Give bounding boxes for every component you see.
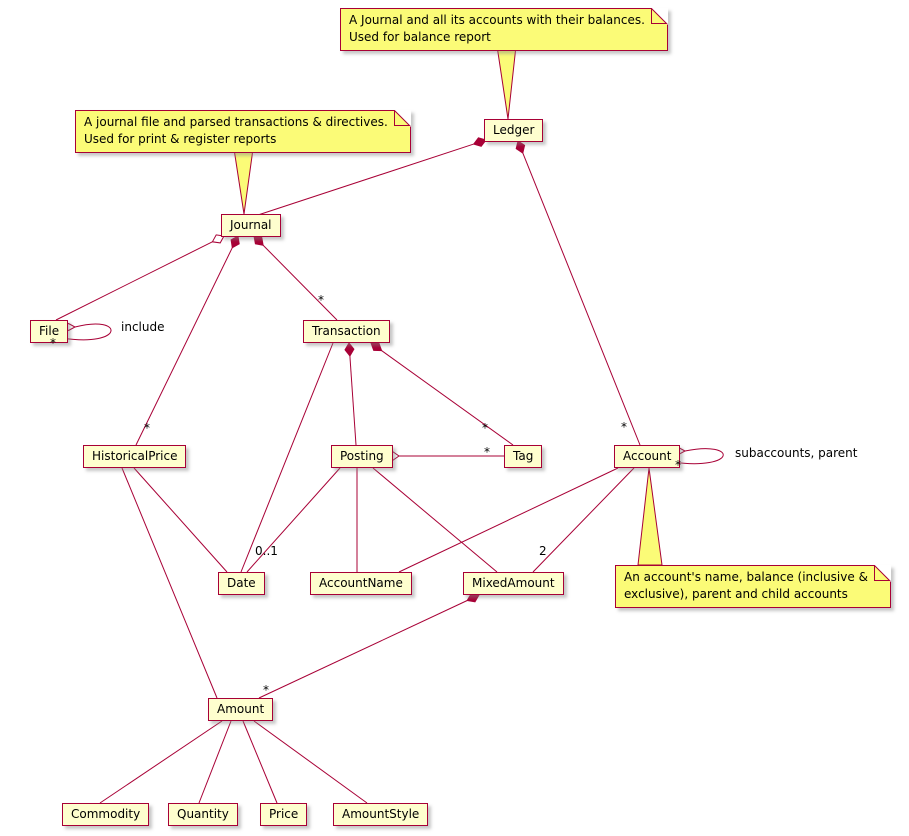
note-ledger: A Journal and all its accounts with thei… xyxy=(340,8,668,52)
class-ledger: Ledger xyxy=(484,119,544,142)
class-transaction: Transaction xyxy=(303,320,390,343)
class-account: Account xyxy=(614,445,681,468)
note-fold-icon xyxy=(873,565,891,582)
multiplicity-mixedamount-amount: * xyxy=(263,683,269,697)
multiplicity-account-loop: * xyxy=(675,458,681,472)
class-quantity: Quantity xyxy=(168,803,238,826)
note-account-line1: An account's name, balance (inclusive & xyxy=(624,570,868,584)
class-amount: Amount xyxy=(208,698,274,721)
class-accountname: AccountName xyxy=(310,572,412,595)
note-journal-line1: A journal file and parsed transactions &… xyxy=(84,115,388,129)
class-date: Date xyxy=(218,572,265,595)
note-fold-icon xyxy=(393,110,411,127)
class-amountstyle: AmountStyle xyxy=(333,803,429,826)
class-commodity: Commodity xyxy=(62,803,150,826)
multiplicity-file-include: * xyxy=(50,336,56,350)
class-posting: Posting xyxy=(331,445,393,468)
note-journal-line2: Used for print & register reports xyxy=(84,131,277,146)
class-tag: Tag xyxy=(504,445,543,468)
multiplicity-posting-tag: * xyxy=(484,445,490,459)
multiplicity-journal-transaction: * xyxy=(318,293,324,307)
multiplicity-transaction-date: 0..1 xyxy=(255,544,278,558)
multiplicity-account-mixedamount: 2 xyxy=(539,544,547,558)
class-price: Price xyxy=(260,803,308,826)
note-account-line2: exclusive), parent and child accounts xyxy=(624,586,848,601)
multiplicity-ledger-account: * xyxy=(621,420,627,434)
note-journal: A journal file and parsed transactions &… xyxy=(75,110,411,154)
multiplicity-journal-histprice: * xyxy=(144,421,150,435)
note-ledger-line1: A Journal and all its accounts with thei… xyxy=(349,13,645,27)
edge-label-include: include xyxy=(121,320,165,334)
note-fold-icon xyxy=(650,8,668,25)
class-journal: Journal xyxy=(221,214,281,237)
note-ledger-line2: Used for balance report xyxy=(349,29,491,44)
class-file: File xyxy=(30,320,69,343)
class-mixedamount: MixedAmount xyxy=(463,572,564,595)
note-account: An account's name, balance (inclusive & … xyxy=(615,565,891,609)
class-historicalprice: HistoricalPrice xyxy=(83,445,187,468)
edge-label-subaccounts-parent: subaccounts, parent xyxy=(735,446,858,460)
multiplicity-transaction-tag: * xyxy=(482,421,488,435)
